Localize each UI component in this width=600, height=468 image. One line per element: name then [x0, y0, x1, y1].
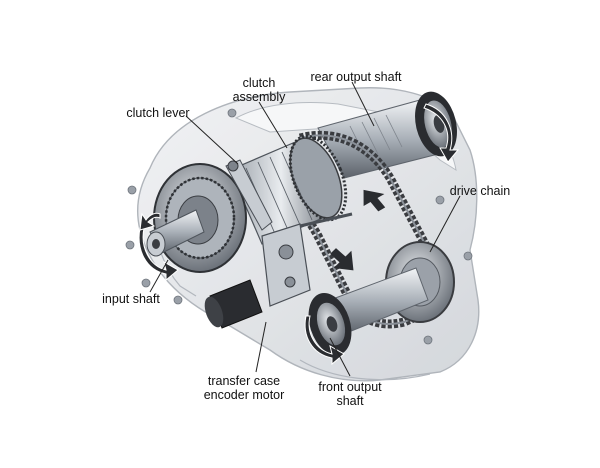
label-transfer-case-encoder-motor: transfer case encoder motor [203, 374, 285, 402]
input-shaft-part [146, 163, 247, 273]
label-rear-output-shaft: rear output shaft [310, 70, 402, 84]
label-drive-chain: drive chain [449, 184, 511, 198]
label-input-shaft: input shaft [102, 292, 160, 306]
rotation-arrows [138, 103, 460, 366]
front-output-shaft-part [308, 241, 455, 356]
chain-direction-arrows [330, 189, 386, 271]
encoder-motor-part [204, 212, 353, 329]
label-front-output-shaft: front output shaft [318, 380, 382, 408]
label-clutch-assembly: clutch assembly [232, 76, 286, 104]
label-clutch-lever: clutch lever [126, 106, 190, 120]
leader-lines [149, 81, 461, 377]
